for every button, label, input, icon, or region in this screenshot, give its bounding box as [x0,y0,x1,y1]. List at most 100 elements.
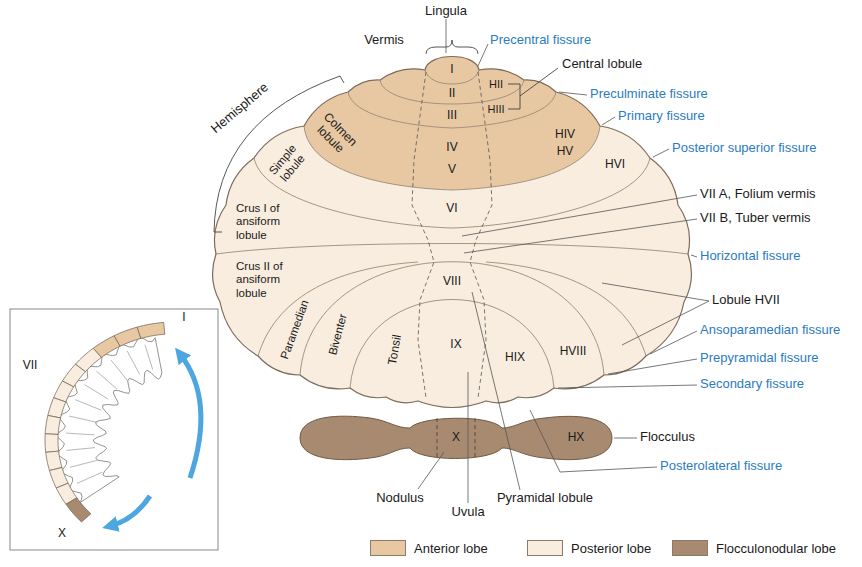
illustration-path [470,72,492,398]
region-label: Vermis [364,33,404,48]
illustration-path [110,496,150,526]
illustration-path [350,300,554,389]
structure-label: Flocculus [640,430,695,445]
illustration-path [70,460,97,467]
illustration-path [472,292,520,490]
fissure-label: Horizontal fissure [700,249,800,264]
illustration-path [69,416,97,422]
illustration-path [602,117,615,125]
illustration-path [48,398,66,418]
fissure-label: Posterior superior fissure [672,141,817,156]
illustration-path [508,68,558,109]
inset-unrolled-cerebellum [45,322,201,526]
fissure-label: Primary fissure [618,109,705,124]
lobule-number: VI [446,202,457,216]
lobule-number: HII [489,78,503,91]
structure-label: Lobule HVII [712,293,780,308]
illustration-path [558,385,697,388]
illustration-path [66,448,94,451]
illustration-path [475,418,476,459]
illustration-path [530,410,657,472]
illustration-path [437,418,438,459]
legend-item: Posterior lobe [527,540,651,556]
illustration-path [602,283,709,345]
lobule-number: HX [568,431,585,445]
illustration-path [66,498,91,522]
lobule-label: Simple lobule [262,136,314,191]
illustration-path [180,354,201,478]
inset-label: VII [23,359,38,373]
leader-lines [418,19,709,503]
illustration-path [691,255,697,257]
illustration-path [300,262,604,375]
illustration-path [418,452,444,489]
lobule-number: I [450,63,453,77]
illustration-path [608,359,697,374]
illustration-path [77,472,103,483]
lobule-number: V [448,163,456,177]
illustration-path [468,372,469,503]
illustration-path [45,415,60,434]
illustration-path [650,331,697,354]
illustration-path [66,433,95,435]
illustration-path [426,40,478,54]
flocculonodular-lobe [300,416,612,459]
illustration-path [412,72,434,398]
lobule-number: HV [557,145,574,159]
lobule-number: HIII [487,103,504,116]
lobule-label: Colmen lobule [308,108,363,163]
lobule-number: X [452,431,460,445]
lobule-number: IV [446,141,457,155]
lobule-number: HVI [605,158,625,172]
lobule-number: HIX [505,351,525,365]
lobule-label: Biventer [326,313,350,357]
region-label: Hemisphere [208,80,271,136]
illustration-path [137,322,165,338]
illustration-path [96,371,117,389]
lobule-number: IX [450,338,461,352]
fissure-label: Secondary fissure [700,377,804,392]
vermis-boundary-lower [437,418,475,459]
illustration-path [84,385,108,400]
illustration-path [464,219,697,253]
lobule-label: Crus I of ansiform lobule [236,202,296,242]
structure-label: VII B, Tuber vermis [700,211,811,226]
legend-swatch [527,540,563,556]
illustration-path [57,338,162,503]
fissure-label: Precentral fissure [490,33,591,48]
illustration-path [478,44,488,66]
lobule-number: VIII [443,275,461,289]
lobule-label: Tonsil [386,334,405,367]
legend-label: Flocculonodular lobe [716,541,836,556]
lobule-label: Crus II of ansiform lobule [236,260,296,300]
inset-frame [10,309,218,550]
illustration-path [75,400,101,411]
fissure-label: Ansoparamedian fissure [700,323,840,338]
structure-label: Uvula [451,505,484,520]
illustration-path [653,149,669,157]
structure-label: Nodulus [376,491,424,506]
illustration-path [111,360,128,381]
structure-label: VII A, Folium vermis [700,187,816,202]
fissure-label: Posterolateral fissure [660,459,782,474]
legend-label: Anterior lobe [414,541,488,556]
anterior-lobe [304,57,600,191]
structure-label: Central lobule [562,57,642,72]
structure-label: Lingula [425,4,467,19]
illustration-path [216,244,688,255]
vermis-boundary [412,72,492,398]
illustration-path [486,262,646,356]
illustration-path [145,345,153,370]
structure-label: Pyramidal lobule [497,491,593,506]
illustration-path [614,438,637,439]
legend-item: Flocculonodular lobe [672,540,836,556]
legend-item: Anterior lobe [370,540,488,556]
fissure-label: Preculminate fissure [590,87,708,102]
fissure-lines [216,70,688,388]
legend-swatch [370,540,406,556]
illustration-path [46,451,62,470]
